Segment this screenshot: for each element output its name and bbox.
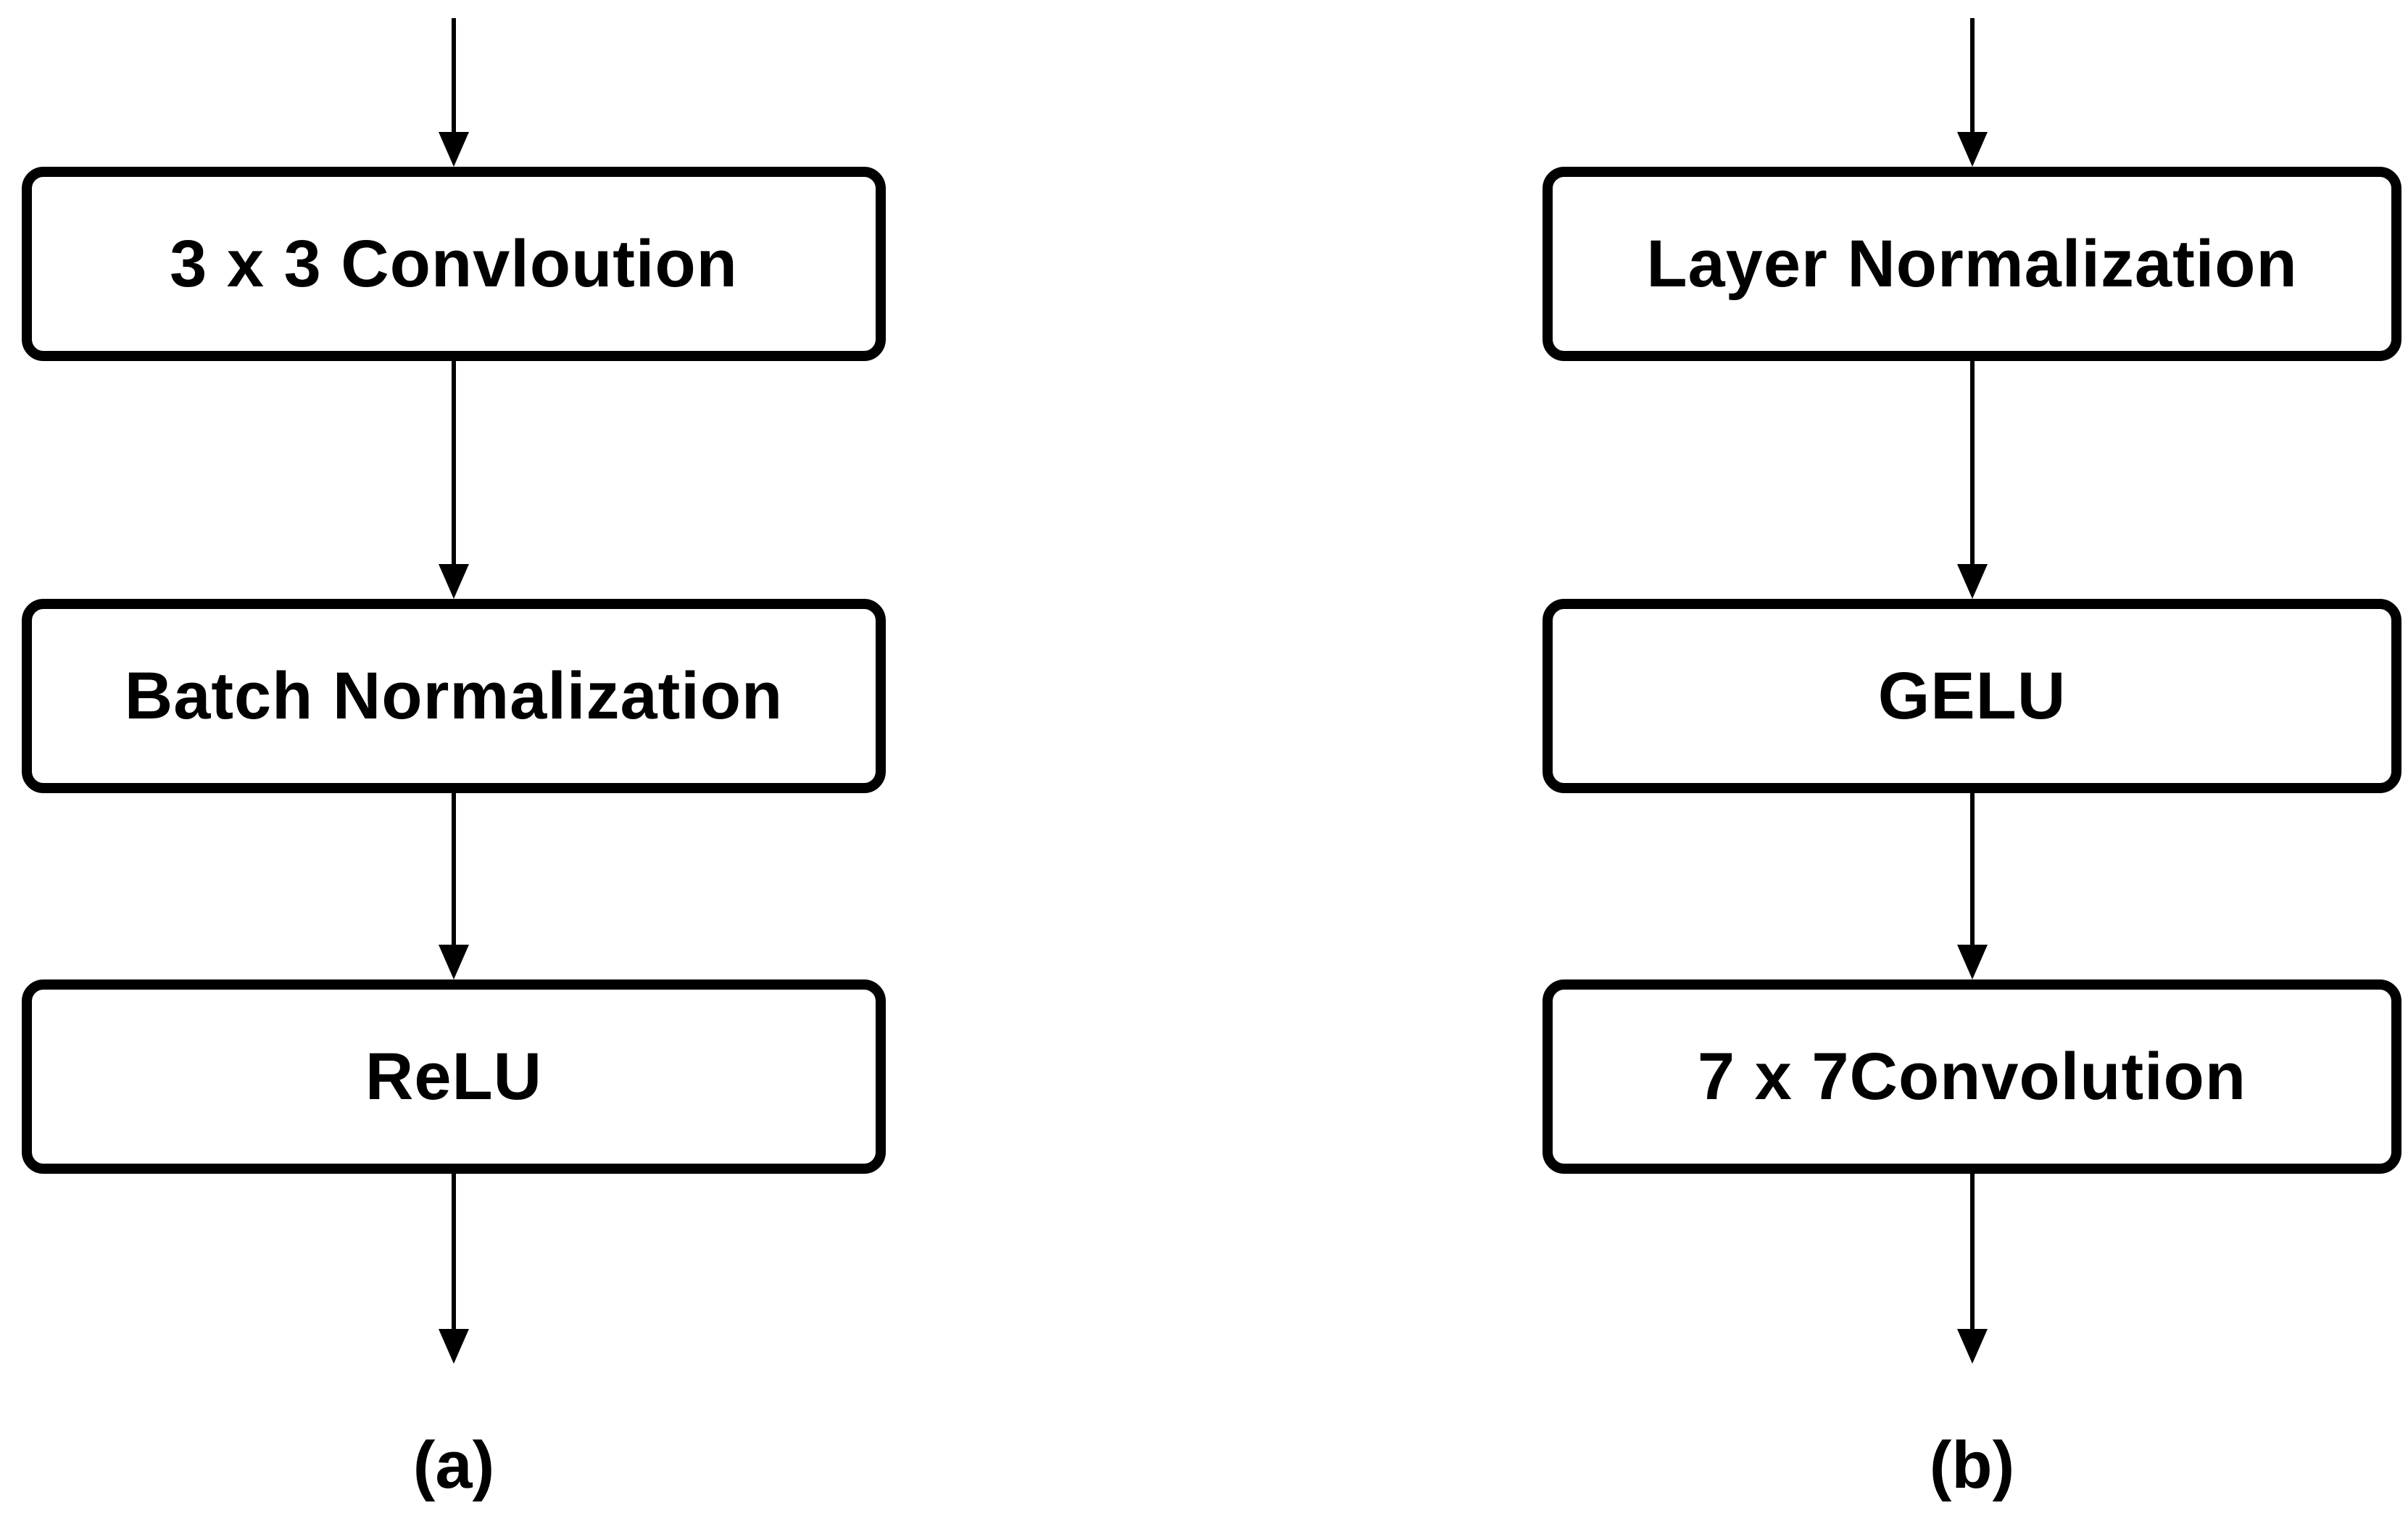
arrow-head (1956, 945, 1988, 979)
arrow-shaft (1969, 1174, 1975, 1329)
arrow-down-icon (432, 793, 476, 979)
arrow-shaft (1969, 18, 1975, 132)
column-caption-a: (a) (412, 1428, 495, 1502)
arrow-down-icon (1951, 361, 1994, 599)
arrow-down-icon (432, 361, 476, 599)
arrow-head (439, 1329, 469, 1364)
arrow-head (439, 564, 469, 599)
node-relu: ReLU (22, 979, 886, 1174)
node-conv7x7: 7 x 7Convolution (1543, 979, 2401, 1174)
arrow-head (439, 945, 469, 979)
arrow-down-icon (432, 1174, 476, 1364)
arrow-down-icon (1951, 1174, 1994, 1364)
column-caption-b: (b) (1929, 1428, 2015, 1502)
arrow-head (1956, 1329, 1988, 1364)
node-layer-norm: Layer Normalization (1543, 167, 2401, 361)
arrow-head (1956, 132, 1988, 167)
arrow-down-icon (1951, 18, 1994, 167)
arrow-head (1956, 564, 1988, 599)
flow-column-b: Layer Normalization GELU 7 x 7Convolutio… (1543, 18, 2401, 1504)
flow-column-a: 3 x 3 Convloution Batch Normalization Re… (22, 18, 886, 1504)
arrow-shaft (452, 361, 456, 564)
arrow-shaft (452, 793, 456, 945)
node-conv3x3: 3 x 3 Convloution (22, 167, 886, 361)
arrow-head (439, 132, 469, 167)
node-batch-norm: Batch Normalization (22, 599, 886, 793)
arrow-down-icon (1951, 793, 1994, 979)
arrow-down-icon (432, 18, 476, 167)
arrow-shaft (452, 18, 456, 132)
node-gelu: GELU (1543, 599, 2401, 793)
arrow-shaft (452, 1174, 456, 1329)
arrow-shaft (1969, 793, 1975, 945)
arrow-shaft (1969, 361, 1975, 564)
